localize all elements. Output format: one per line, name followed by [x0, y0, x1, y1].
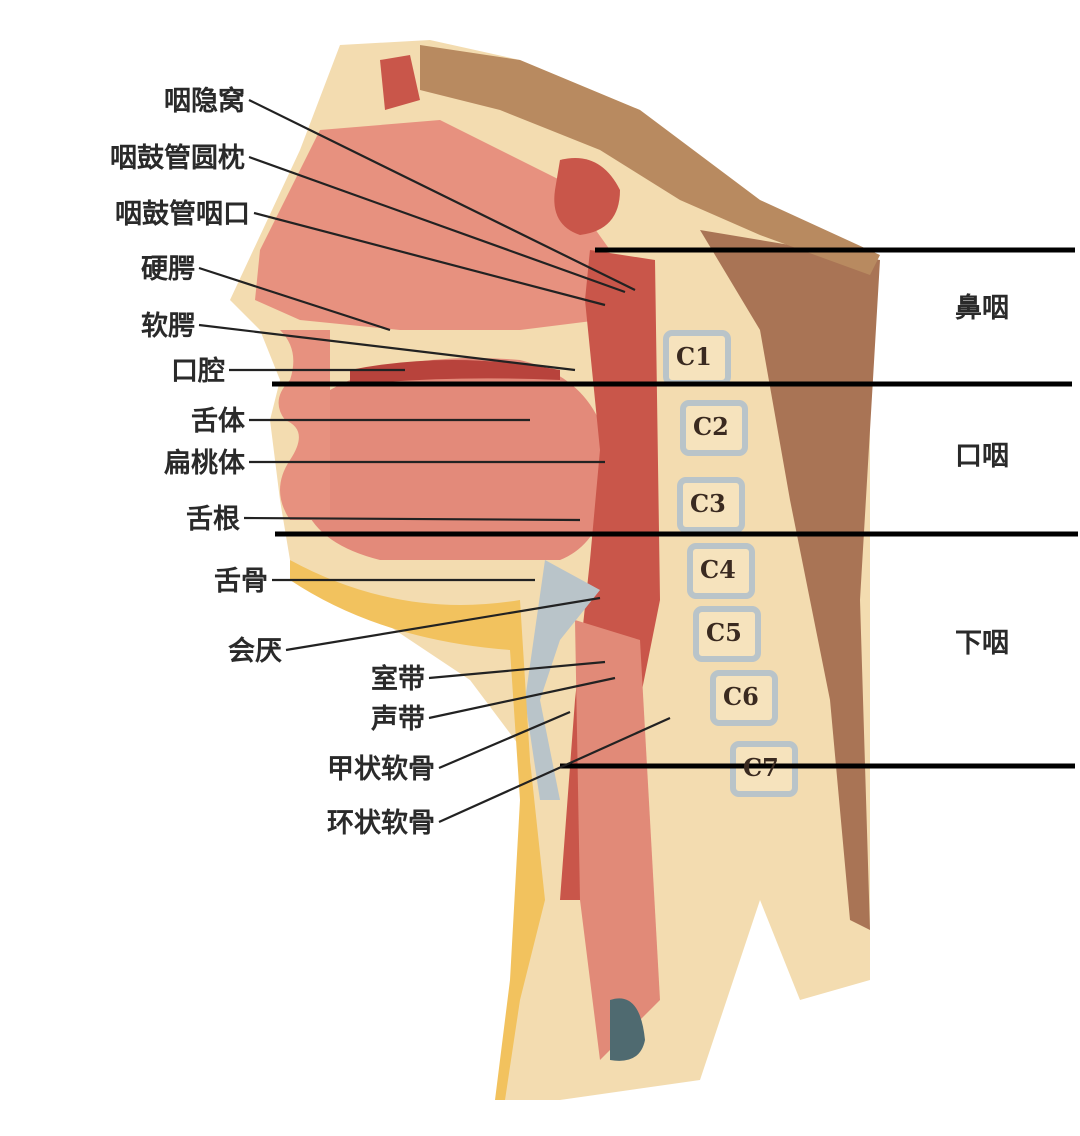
region-label: 下咽	[955, 628, 1009, 659]
vertebra-label: C5	[706, 618, 742, 647]
vertebra-bodies	[663, 330, 798, 797]
structure-label: 口腔	[171, 356, 225, 387]
vertebra-body	[730, 741, 798, 797]
vertebra-body	[687, 543, 755, 599]
region-label: 鼻咽	[955, 293, 1009, 324]
vertebra-label: C6	[723, 682, 759, 711]
anatomy-illustration	[230, 40, 880, 1100]
esophagus	[610, 998, 645, 1061]
lips	[278, 330, 330, 520]
vertebra-body	[680, 400, 748, 456]
leader-line	[428, 660, 606, 680]
region-label: 口咽	[955, 441, 1009, 472]
structure-labels: 咽隐窝咽鼓管圆枕咽鼓管咽口硬腭软腭口腔舌体扁桃体舌根舌骨会厌室带声带甲状软骨环状…	[110, 85, 435, 839]
leader-line	[198, 266, 391, 332]
vertebra-body	[677, 477, 745, 533]
structure-label: 舌体	[191, 406, 246, 437]
structure-label: 会厌	[228, 636, 282, 667]
structure-label: 软腭	[141, 311, 195, 342]
oral-cavity	[350, 360, 560, 385]
structure-label: 甲状软骨	[327, 754, 435, 785]
leader-line	[253, 211, 606, 307]
leader-line	[248, 99, 636, 291]
spinal-column	[700, 230, 880, 930]
leader-line	[438, 716, 671, 824]
structure-label: 扁桃体	[164, 448, 246, 479]
leader-lines	[198, 99, 671, 824]
structure-label: 咽鼓管咽口	[115, 199, 250, 230]
vertebra-body	[710, 670, 778, 726]
vertebra-label: C4	[700, 555, 736, 584]
structure-label: 咽鼓管圆枕	[110, 143, 245, 174]
structure-label: 环状软骨	[327, 808, 435, 839]
tongue	[300, 358, 610, 560]
epiglottis-cartilage	[525, 560, 600, 800]
nasal-cavity	[255, 120, 610, 330]
region-divider-lines	[272, 247, 1078, 769]
structure-label: 舌根	[186, 504, 240, 535]
leader-line	[248, 155, 626, 294]
structure-label: 硬腭	[141, 254, 195, 285]
sinus-2	[380, 55, 420, 110]
structure-label: 声带	[371, 704, 425, 735]
structure-label: 舌骨	[214, 566, 268, 597]
vertebra-label: C3	[690, 489, 726, 518]
vertebra-label: C7	[743, 753, 779, 782]
leader-line	[198, 323, 576, 372]
leader-line	[285, 596, 601, 652]
skull-brown	[420, 45, 880, 275]
leader-line	[428, 676, 616, 720]
sinus	[554, 158, 620, 235]
vertebra-body	[693, 606, 761, 662]
leader-line	[438, 710, 571, 770]
leader-line	[243, 516, 581, 522]
vertebra-label: C1	[676, 342, 712, 371]
structure-label: 室带	[371, 663, 425, 695]
structure-label: 咽隐窝	[164, 85, 245, 117]
neck-fat	[290, 560, 545, 1100]
vertebra-label: C2	[693, 412, 729, 441]
trachea	[575, 620, 660, 1060]
